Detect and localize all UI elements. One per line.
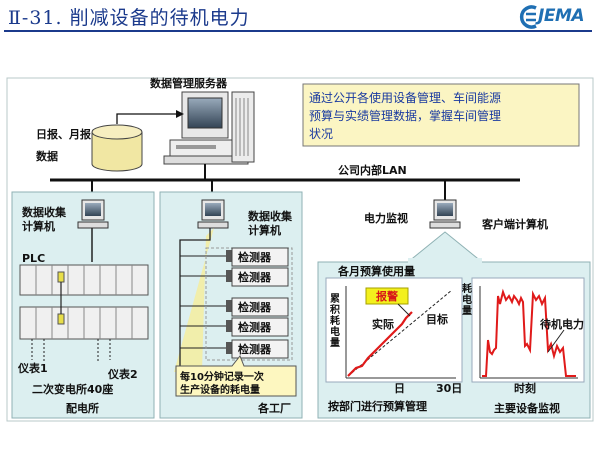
- cumulative-axis-char: 积: [330, 303, 340, 316]
- detector-label: 检测器: [238, 270, 272, 284]
- day-30-label: 30日: [436, 382, 462, 395]
- cumulative-axis-char: 累: [330, 293, 340, 305]
- alarm-label: 报警: [376, 289, 398, 303]
- actual-label: 实际: [372, 317, 394, 331]
- note-line-3: 状况: [309, 127, 333, 141]
- detector-label: 检测器: [238, 300, 272, 314]
- power-monitor-label: 电力监视: [364, 211, 408, 225]
- factory-callout-line-2: 生产设备的耗电量: [180, 383, 260, 396]
- detector-label: 检测器: [238, 342, 272, 356]
- day-axis-label: 日: [394, 382, 405, 395]
- cumulative-axis-char: 电: [330, 325, 340, 338]
- factory-callout: [175, 355, 297, 397]
- meter-2-label: 仪表2: [107, 367, 138, 381]
- factory-collector-computer-icon: [197, 199, 229, 229]
- target-label: 目标: [426, 312, 448, 326]
- report-label-1: 日报、月报: [36, 127, 92, 141]
- main-equipment-footer: 主要设备监视: [494, 401, 560, 415]
- meter-1-label: 仪表1: [17, 361, 48, 375]
- report-arrow: [116, 113, 176, 124]
- collector-computer-icon: [77, 199, 109, 229]
- jema-logo-mark-icon: [519, 5, 537, 29]
- budget-actual-line: [347, 311, 413, 377]
- secondary-substation-label: 二次变电所40座: [32, 382, 113, 396]
- server-label: 数据管理服务器: [150, 76, 228, 90]
- plc-rack-lower-icon: [19, 306, 149, 340]
- jema-logo: JEMA: [518, 4, 596, 30]
- substation-footer: 配电所: [66, 401, 99, 415]
- report-label-2: 数据: [36, 149, 58, 163]
- note-line-2: 预算与实绩管理数据，掌握车间管理: [309, 108, 501, 123]
- factory-bus-highlight: [174, 228, 214, 372]
- database-cylinder-icon: [91, 124, 143, 172]
- detector-label: 检测器: [238, 320, 272, 334]
- report-arrow-head: [176, 110, 184, 118]
- equipment-power-line: [482, 288, 576, 377]
- standby-power-label: 待机电力: [539, 317, 584, 331]
- detector-box: [231, 247, 289, 359]
- client-computer-icon: [429, 199, 461, 229]
- factory-callout-line-1: 每10分钟记录一次: [180, 370, 264, 383]
- note-box: [302, 83, 580, 147]
- server-computer-icon: [163, 91, 255, 165]
- budget-chart-title: 各月预算使用量: [337, 264, 415, 278]
- power-axis-char: 耗: [462, 282, 472, 295]
- jema-logo-text: JEMA: [538, 6, 585, 26]
- alarm-badge: [365, 287, 409, 305]
- title-underline: [4, 30, 592, 32]
- note-line-1: 通过公开各使用设备管理、车间能源: [309, 90, 501, 105]
- plc-label: PLC: [22, 252, 45, 265]
- substation-collector-label-2: 计算机: [22, 219, 55, 233]
- factory-collector-label-2: 计算机: [248, 223, 281, 237]
- detector-label: 检测器: [238, 250, 272, 264]
- budget-footer: 按部门进行预算管理: [328, 399, 427, 413]
- power-axis-char: 量: [462, 304, 472, 317]
- power-axis-char: 电: [462, 293, 472, 306]
- page-title: Ⅱ-31. 削减设备的待机电力: [8, 7, 250, 29]
- factory-footer: 各工厂: [257, 401, 291, 415]
- substation-panel: [11, 191, 155, 419]
- time-axis-label: 时刻: [514, 381, 536, 395]
- plc-rack-upper-icon: [19, 264, 149, 296]
- lan-label: 公司内部LAN: [338, 163, 407, 177]
- cumulative-axis-char: 耗: [330, 314, 340, 327]
- client-computer-label: 客户端计算机: [481, 217, 548, 231]
- cumulative-axis-char: 量: [330, 336, 340, 349]
- factory-collector-label-1: 数据收集: [248, 209, 293, 223]
- substation-collector-label-1: 数据收集: [22, 205, 67, 219]
